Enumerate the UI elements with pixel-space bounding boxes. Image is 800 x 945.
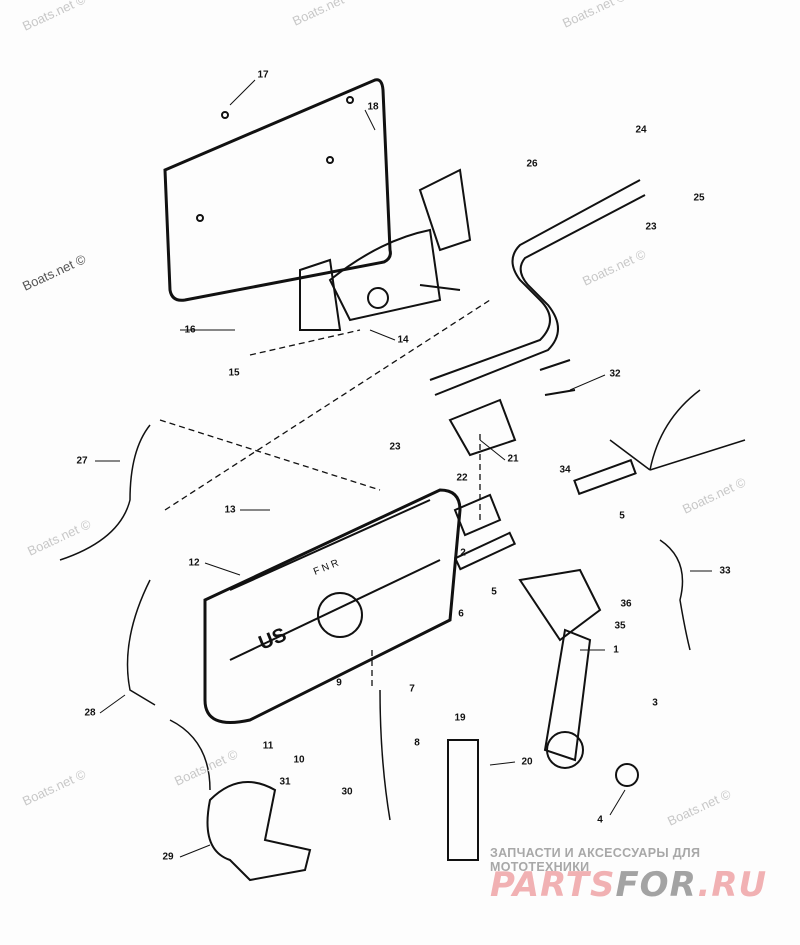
callout-16: 16: [184, 324, 196, 336]
callout-30: 30: [341, 786, 353, 798]
callout-5: 5: [619, 510, 625, 522]
callout-25: 25: [693, 192, 705, 204]
callout-29: 29: [162, 851, 174, 863]
callout-2: 2: [460, 547, 466, 559]
brand-tagline: ЗАПЧАСТИ И АКСЕССУАРЫ ДЛЯ МОТОТЕХНИКИ: [490, 846, 701, 874]
callout-22: 22: [456, 472, 468, 484]
brand-name-a: PARTS: [490, 865, 616, 905]
callout-18: 18: [367, 101, 379, 113]
callout-34: 34: [559, 464, 571, 476]
callout-7: 7: [409, 683, 415, 695]
callout-27: 27: [76, 455, 88, 467]
callout-28: 28: [84, 707, 96, 719]
housing-marking: F N R: [312, 558, 340, 578]
housing-logo: US: [256, 624, 290, 655]
callout-5: 5: [491, 586, 497, 598]
callout-10: 10: [293, 754, 305, 766]
callout-4: 4: [597, 814, 603, 826]
callout-6: 6: [458, 608, 464, 620]
callout-32: 32: [609, 368, 621, 380]
control-mechanism: [299, 168, 472, 331]
mounting-plate: [163, 78, 392, 302]
brand-name-c: .RU: [697, 865, 768, 905]
brand-name-b: FOR: [615, 865, 698, 905]
wire-harnesses: [59, 389, 746, 821]
callout-33: 33: [719, 565, 731, 577]
handle: [518, 568, 639, 787]
callout-36: 36: [620, 598, 632, 610]
callout-31: 31: [279, 776, 291, 788]
callout-23: 23: [389, 441, 401, 453]
callout-23: 23: [645, 221, 657, 233]
callout-12: 12: [188, 557, 200, 569]
callout-24: 24: [635, 124, 647, 136]
callout-13: 13: [224, 504, 236, 516]
callout-19: 19: [454, 712, 466, 724]
callout-1: 1: [613, 644, 619, 656]
callout-11: 11: [262, 740, 274, 752]
leader-lines: [95, 79, 712, 858]
dashed-guides: [159, 299, 491, 690]
callout-8: 8: [414, 737, 420, 749]
callout-14: 14: [397, 334, 409, 346]
misc-parts: [206, 359, 637, 882]
callout-26: 26: [526, 158, 538, 170]
callout-21: 21: [507, 453, 519, 465]
callout-35: 35: [614, 620, 626, 632]
callout-17: 17: [257, 69, 269, 81]
callout-15: 15: [228, 367, 240, 379]
callout-9: 9: [336, 677, 342, 689]
callout-20: 20: [521, 756, 533, 768]
brand-logo: PARTSFOR.RU: [490, 866, 767, 904]
callout-3: 3: [652, 697, 658, 709]
control-housing: [203, 488, 462, 724]
cables: [429, 179, 646, 396]
